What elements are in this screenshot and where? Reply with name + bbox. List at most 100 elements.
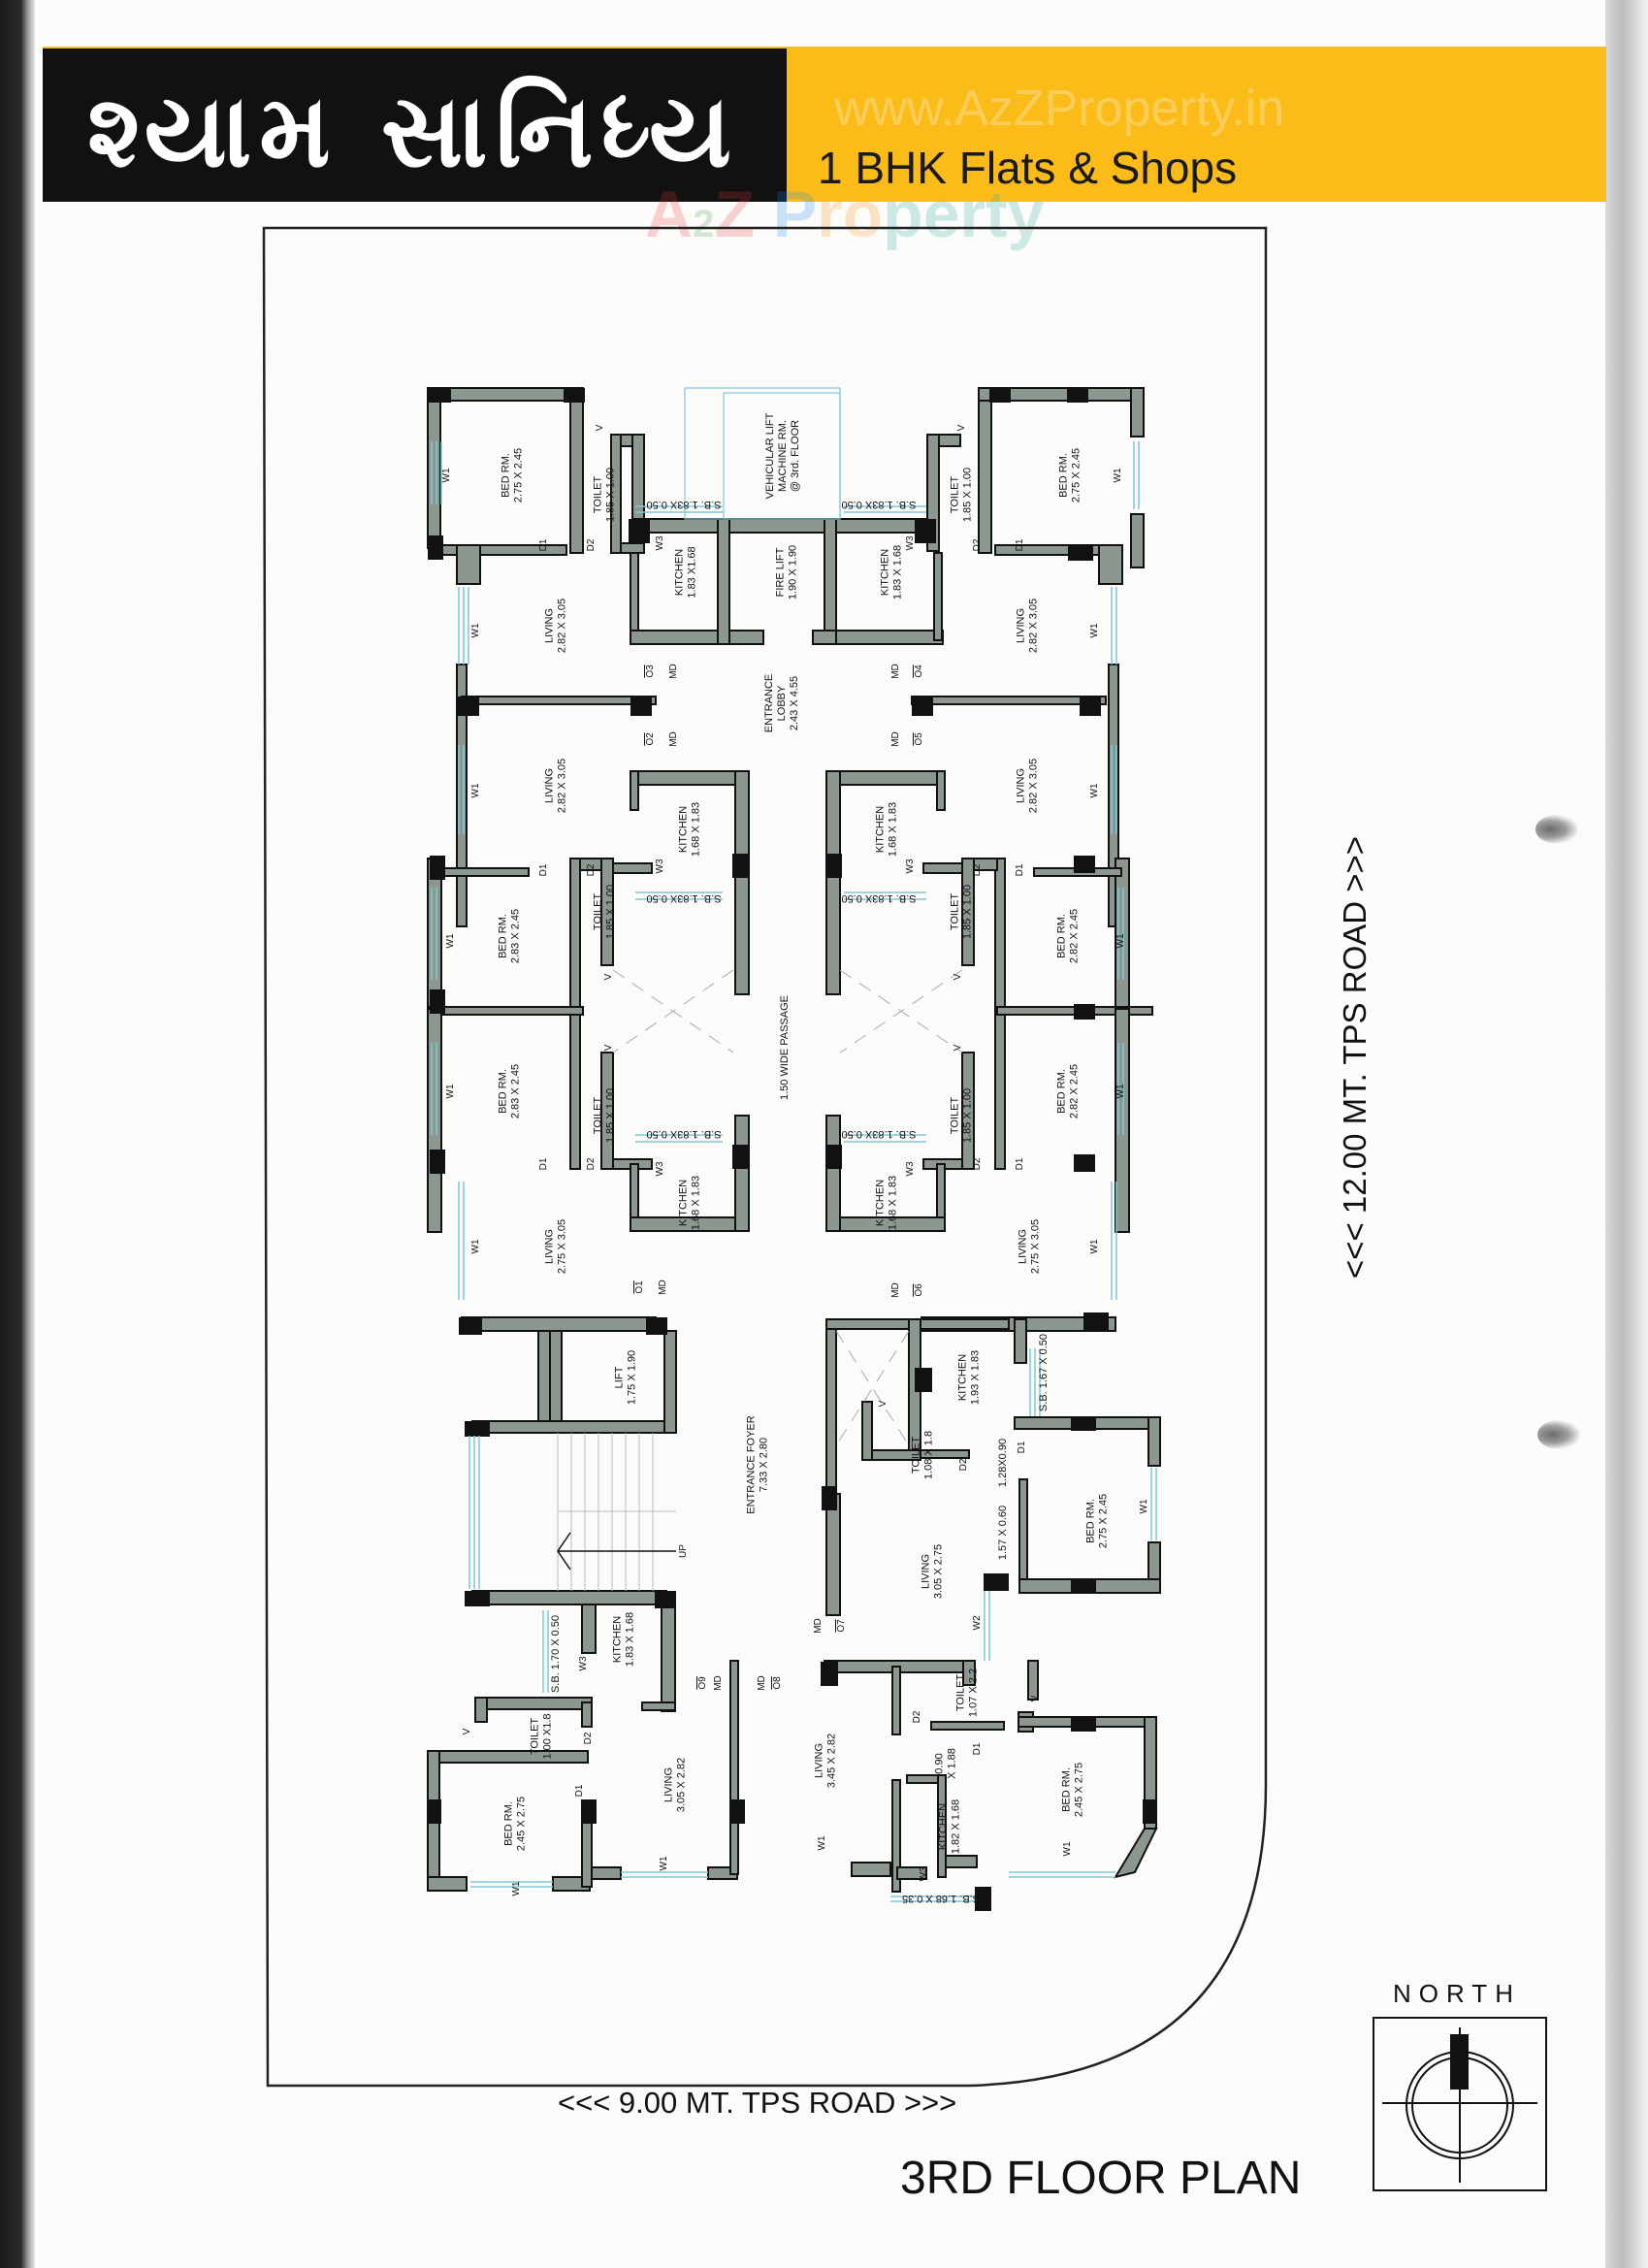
room-label-line: LIVING bbox=[663, 1767, 675, 1802]
plan-mark: W1 bbox=[1089, 783, 1100, 797]
room-label-line: KITCHEN bbox=[674, 549, 686, 596]
room-label-dim1: 1.28X0.90 bbox=[997, 1439, 1009, 1487]
plan-mark: W3 bbox=[919, 1866, 929, 1881]
room-label-line: ENTRANCE bbox=[763, 674, 775, 733]
plan-mark: O2 bbox=[645, 732, 656, 746]
room-label-line: S.B. 1.70 X 0.50 bbox=[550, 1615, 562, 1693]
plan-mark: D1 bbox=[1017, 1441, 1027, 1453]
room-label-sb8: S.B. 1.70 X 0.50 bbox=[550, 1615, 562, 1693]
room-label-bed7: BED RM.2.75 X 2.45 bbox=[1085, 1494, 1110, 1548]
room-label-line: LOBBY bbox=[776, 685, 788, 721]
stair-treads bbox=[557, 1433, 676, 1591]
plan-mark: W3 bbox=[905, 1161, 916, 1176]
room-label-line: TOILET bbox=[955, 1674, 967, 1712]
room-label-sb3: S.B. 1.83X 0.50 bbox=[646, 892, 721, 904]
floor-plan-title: 3RD FLOOR PLAN bbox=[900, 2153, 1302, 2204]
room-label-line: LIVING bbox=[1016, 608, 1027, 643]
room-label-line: VEHICULAR LIFT bbox=[764, 412, 776, 499]
plan-mark: V bbox=[878, 1400, 889, 1407]
plan-mark: V bbox=[953, 973, 963, 980]
room-label-bed1: BED RM.2.75 X 2.45 bbox=[501, 448, 525, 502]
room-label-line: LIVING bbox=[814, 1743, 825, 1778]
room-label-sb1: S.B. 1.83X 0.50 bbox=[646, 499, 721, 510]
plan-mark: W1 bbox=[1089, 1239, 1100, 1253]
room-label-line: S.B. 1.83X 0.50 bbox=[841, 892, 916, 904]
room-label-line: S.B. 1.83X 0.50 bbox=[841, 499, 916, 510]
room-label-line: 1.93 X 1.83 bbox=[970, 1350, 982, 1405]
plan-mark: W1 bbox=[445, 1084, 456, 1098]
brochure-page bbox=[35, 0, 1606, 2268]
room-label-line: S.B. 1.83X 0.50 bbox=[646, 499, 721, 510]
room-label-line: 2.75 X 3.05 bbox=[1030, 1219, 1042, 1274]
plan-mark: W1 bbox=[1139, 1499, 1149, 1513]
watermark-letter: A bbox=[645, 178, 694, 251]
plan-mark: W1 bbox=[470, 623, 481, 637]
plan-mark: V bbox=[603, 1044, 614, 1051]
room-label-line: 2.43 X 4.55 bbox=[789, 676, 800, 730]
room-label-line: KITCHEN bbox=[875, 1180, 887, 1226]
room-label-line: S.B. 1.83X 0.50 bbox=[841, 1128, 916, 1140]
room-label-bed9: BED RM.2.45 X 2.75 bbox=[1061, 1763, 1085, 1817]
plan-mark: D1 bbox=[538, 538, 549, 551]
room-label-line: 3.05 X 2.75 bbox=[933, 1544, 945, 1599]
project-subtitle: 1 BHK Flats & Shops bbox=[818, 143, 1238, 193]
room-label-line: 2.75 X 3.05 bbox=[557, 1219, 568, 1274]
room-label-line: 1.82 X 1.68 bbox=[951, 1799, 962, 1854]
room-label-sb9: S.B. 1.68 X 0.35 bbox=[902, 1893, 980, 1904]
room-label-line: 2.83 X 2.45 bbox=[510, 909, 522, 963]
room-label-line: BED RM. bbox=[498, 1069, 509, 1114]
room-label-line: ENTRANCE FOYER bbox=[746, 1415, 758, 1514]
hole-punch bbox=[1535, 815, 1578, 844]
room-label-sb7: S.B. 1.67 X 0.50 bbox=[1038, 1334, 1050, 1411]
room-label-bed5: BED RM.2.83 X 2.45 bbox=[498, 1064, 522, 1118]
plan-mark: D1 bbox=[1015, 1157, 1025, 1170]
plan-mark: MD bbox=[658, 1280, 668, 1295]
room-label-bed2: BED RM.2.75 X 2.45 bbox=[1058, 448, 1083, 502]
plan-mark: W1 bbox=[1115, 1084, 1126, 1098]
watermark-brand: A2Z Property bbox=[645, 177, 1044, 252]
plan-mark: D2 bbox=[958, 1458, 969, 1471]
room-label-line: 1.85 X 1.00 bbox=[962, 468, 974, 522]
room-label-line: BED RM. bbox=[1058, 453, 1070, 498]
plan-mark: D1 bbox=[1015, 863, 1025, 876]
road-label-east: <<< 12.00 MT. TPS ROAD >>> bbox=[1337, 835, 1373, 1280]
watermark-letter: Z bbox=[714, 178, 755, 251]
room-label-line: 1.85 X 1.00 bbox=[605, 468, 617, 522]
room-label-line: S.B. 1.83X 0.50 bbox=[646, 1128, 721, 1140]
plan-mark: W3 bbox=[655, 859, 665, 873]
room-label-line: 1.07 X 2.2 bbox=[968, 1669, 980, 1717]
room-label-bed4: BED RM.2.82 X 2.45 bbox=[1056, 909, 1081, 963]
room-label-passage: 1.50 WIDE PASSAGE bbox=[779, 995, 791, 1100]
plan-mark: W1 bbox=[445, 933, 456, 948]
lift-outlines bbox=[684, 387, 841, 520]
windows bbox=[431, 441, 1157, 1902]
room-label-sb6: S.B. 1.83X 0.50 bbox=[841, 1128, 916, 1140]
plan-mark: D1 bbox=[538, 863, 549, 876]
room-label-line: TOILET bbox=[593, 893, 604, 931]
plan-mark: W1 bbox=[817, 1835, 827, 1850]
road-label-south: <<< 9.00 MT. TPS ROAD >>> bbox=[558, 2086, 957, 2120]
plan-mark: MD bbox=[713, 1675, 724, 1691]
plan-mark: MD bbox=[890, 1282, 901, 1298]
room-label-line: TOILET bbox=[950, 1097, 961, 1135]
plan-mark: D2 bbox=[583, 1732, 594, 1744]
room-label-sb2: S.B. 1.83X 0.50 bbox=[841, 499, 916, 510]
watermark-letter: 2 bbox=[693, 203, 715, 245]
plot-boundary bbox=[262, 226, 1268, 2088]
room-label-line: TOILET bbox=[911, 1437, 922, 1474]
